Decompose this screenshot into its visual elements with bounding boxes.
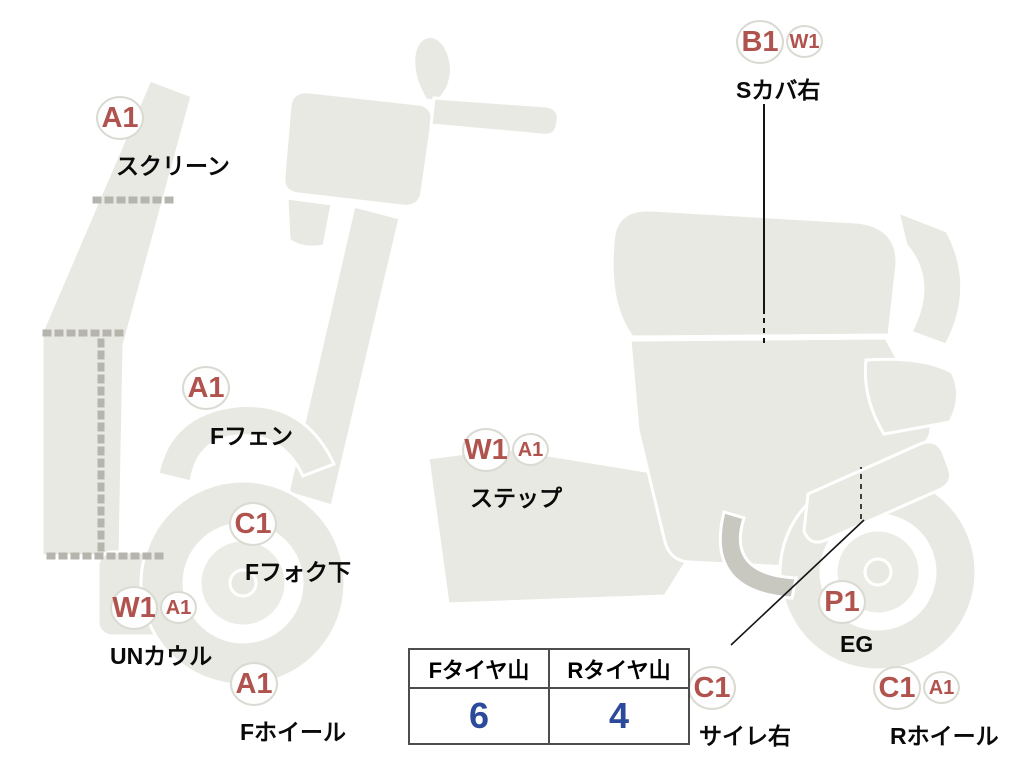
condition-code-badge[interactable]: C1 <box>873 666 921 710</box>
condition-code-badge[interactable]: A1 <box>96 96 144 140</box>
panel-seam-dotted-lines <box>42 196 182 560</box>
tail-shape <box>895 209 964 347</box>
badge-group: A1 <box>96 96 230 140</box>
badge-group: C1 <box>688 666 791 710</box>
tire-table-header-row: Fタイヤ山 Rタイヤ山 <box>410 650 688 689</box>
badge-group: W1 A1 <box>110 586 212 630</box>
marker-side-cover-right: B1 W1 Sカバ右 <box>736 20 823 105</box>
rear-fender-shape <box>863 357 959 436</box>
marker-rear-wheel: C1 A1 Rホイール <box>873 666 999 751</box>
marker-engine: P1 EG <box>818 580 873 658</box>
scooter-body <box>40 34 978 687</box>
tire-table-header-front: Fタイヤ山 <box>410 650 550 689</box>
badge-group: A1 <box>230 662 346 706</box>
front-wheel-hub <box>228 568 258 598</box>
condition-code-badge-sub[interactable]: A1 <box>923 671 960 704</box>
marker-label: Fフェン <box>210 423 294 449</box>
condition-code-badge[interactable]: C1 <box>688 666 736 710</box>
marker-label: Fフォク下 <box>245 559 352 585</box>
marker-label: ステップ <box>470 485 562 511</box>
rear-wheel-hub <box>863 557 893 587</box>
marker-screen: A1 スクリーン <box>96 96 230 181</box>
marker-label: EG <box>840 631 874 657</box>
marker-label: Sカバ右 <box>736 77 821 103</box>
marker-label: Fホイール <box>240 719 347 745</box>
front-fender-shape <box>156 403 337 484</box>
marker-front-fork-lower: C1 Fフォク下 <box>229 502 351 587</box>
tire-table-value-front: 6 <box>410 689 550 743</box>
tire-table-value-row: 6 4 <box>410 689 688 743</box>
badge-group: W1 A1 <box>462 428 562 472</box>
mirror-shape <box>412 34 453 103</box>
condition-code-badge[interactable]: A1 <box>182 366 230 410</box>
condition-code-badge[interactable]: P1 <box>818 580 866 624</box>
badge-group: C1 A1 <box>873 666 999 710</box>
condition-code-badge[interactable]: A1 <box>230 662 278 706</box>
badge-group: A1 <box>182 366 293 410</box>
condition-code-badge-sub[interactable]: W1 <box>786 25 823 58</box>
silencer-shape <box>802 440 953 544</box>
marker-label: サイレ右 <box>699 723 791 749</box>
badge-group: B1 W1 <box>736 20 823 64</box>
tire-table-header-rear: Rタイヤ山 <box>550 650 688 689</box>
front-fork-shape <box>286 204 402 508</box>
leader-silencer <box>730 519 865 646</box>
badge-group: C1 <box>229 502 351 546</box>
seat-shape <box>610 208 899 339</box>
front-cover-shape <box>285 196 334 249</box>
badge-group: P1 <box>818 580 873 624</box>
condition-code-badge[interactable]: C1 <box>229 502 277 546</box>
condition-code-badge-sub[interactable]: A1 <box>160 591 197 624</box>
leader-lines <box>730 104 865 646</box>
marker-silencer-right: C1 サイレ右 <box>688 666 791 751</box>
marker-front-fender: A1 Fフェン <box>182 366 293 451</box>
exhaust-pipe-shape <box>718 510 798 600</box>
tire-tread-table: Fタイヤ山 Rタイヤ山 6 4 <box>408 648 690 745</box>
marker-step: W1 A1 ステップ <box>462 428 562 513</box>
marker-front-wheel: A1 Fホイール <box>230 662 346 747</box>
headlight-pod-shape <box>282 90 434 208</box>
condition-code-badge-sub[interactable]: A1 <box>512 433 549 466</box>
condition-code-badge[interactable]: W1 <box>110 586 158 630</box>
condition-code-badge[interactable]: B1 <box>736 20 784 64</box>
marker-label: スクリーン <box>116 153 230 179</box>
condition-code-badge[interactable]: W1 <box>462 428 510 472</box>
marker-label: UNカウル <box>110 643 213 669</box>
marker-under-cowl: W1 A1 UNカウル <box>110 586 212 671</box>
handlebar-shape <box>429 96 560 137</box>
marker-label: Rホイール <box>890 723 999 749</box>
tire-table-value-rear: 4 <box>608 695 630 736</box>
